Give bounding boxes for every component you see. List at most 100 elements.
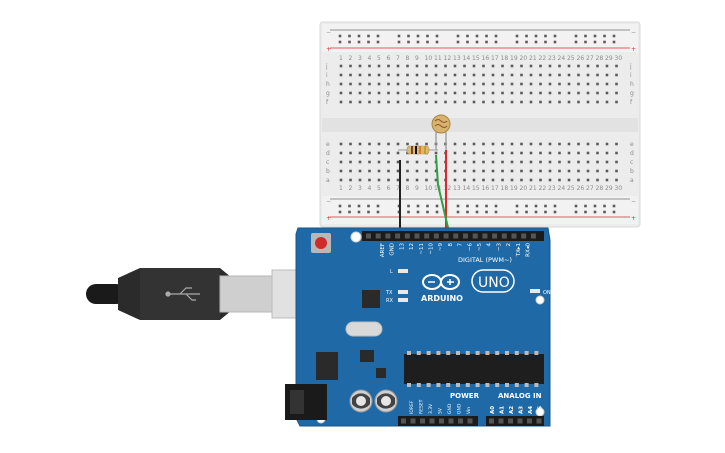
breadboard-hole[interactable] bbox=[491, 82, 495, 86]
breadboard-hole[interactable] bbox=[463, 91, 466, 95]
breadboard-hole[interactable] bbox=[605, 73, 609, 77]
rail-hole[interactable] bbox=[407, 34, 410, 38]
breadboard-hole[interactable] bbox=[558, 82, 561, 86]
rail-hole[interactable] bbox=[603, 40, 606, 44]
breadboard-hole[interactable] bbox=[586, 91, 590, 95]
breadboard-hole[interactable] bbox=[529, 178, 533, 182]
breadboard-hole[interactable] bbox=[491, 91, 495, 95]
breadboard-hole[interactable] bbox=[463, 73, 466, 77]
header-pin[interactable] bbox=[492, 233, 498, 239]
breadboard-hole[interactable] bbox=[368, 151, 371, 155]
breadboard-hole[interactable] bbox=[558, 169, 561, 173]
breadboard-hole[interactable] bbox=[453, 100, 457, 104]
rail-hole[interactable] bbox=[593, 40, 597, 44]
breadboard-hole[interactable] bbox=[586, 142, 590, 146]
breadboard-hole[interactable] bbox=[472, 142, 476, 146]
breadboard-hole[interactable] bbox=[558, 160, 561, 164]
breadboard-hole[interactable] bbox=[349, 178, 352, 182]
rail-hole[interactable] bbox=[435, 210, 439, 214]
breadboard-hole[interactable] bbox=[434, 100, 438, 104]
breadboard-hole[interactable] bbox=[339, 178, 343, 182]
breadboard-hole[interactable] bbox=[358, 100, 362, 104]
rail-hole[interactable] bbox=[525, 204, 528, 208]
resistor[interactable] bbox=[398, 145, 438, 155]
breadboard-hole[interactable] bbox=[396, 160, 400, 164]
rail-hole[interactable] bbox=[553, 40, 557, 44]
breadboard-hole[interactable] bbox=[605, 82, 609, 86]
breadboard-hole[interactable] bbox=[596, 142, 599, 146]
header-pin[interactable] bbox=[472, 233, 478, 239]
breadboard-hole[interactable] bbox=[358, 151, 362, 155]
breadboard-hole[interactable] bbox=[615, 100, 618, 104]
rail-hole[interactable] bbox=[348, 210, 351, 214]
breadboard-hole[interactable] bbox=[539, 91, 542, 95]
breadboard-hole[interactable] bbox=[368, 178, 371, 182]
breadboard-hole[interactable] bbox=[406, 64, 409, 68]
breadboard-hole[interactable] bbox=[482, 91, 485, 95]
breadboard-hole[interactable] bbox=[577, 91, 580, 95]
breadboard-hole[interactable] bbox=[510, 160, 514, 164]
header-pin[interactable] bbox=[424, 233, 430, 239]
rail-hole[interactable] bbox=[485, 210, 488, 214]
breadboard-hole[interactable] bbox=[358, 82, 362, 86]
breadboard-hole[interactable] bbox=[406, 169, 409, 173]
breadboard-hole[interactable] bbox=[605, 142, 609, 146]
rail-hole[interactable] bbox=[376, 40, 380, 44]
breadboard-hole[interactable] bbox=[444, 64, 447, 68]
header-pin[interactable] bbox=[439, 418, 444, 424]
rail-hole[interactable] bbox=[338, 210, 342, 214]
breadboard-hole[interactable] bbox=[529, 73, 533, 77]
breadboard-hole[interactable] bbox=[463, 82, 466, 86]
breadboard-hole[interactable] bbox=[501, 100, 504, 104]
breadboard-hole[interactable] bbox=[615, 91, 618, 95]
rail-hole[interactable] bbox=[357, 204, 361, 208]
breadboard-hole[interactable] bbox=[520, 82, 523, 86]
breadboard-hole[interactable] bbox=[396, 82, 400, 86]
header-pin[interactable] bbox=[527, 418, 532, 424]
breadboard-hole[interactable] bbox=[387, 142, 390, 146]
breadboard-hole[interactable] bbox=[491, 64, 495, 68]
breadboard-hole[interactable] bbox=[396, 169, 400, 173]
breadboard-hole[interactable] bbox=[339, 64, 343, 68]
header-pin[interactable] bbox=[404, 233, 410, 239]
rail-hole[interactable] bbox=[475, 204, 479, 208]
breadboard-hole[interactable] bbox=[339, 91, 343, 95]
breadboard-hole[interactable] bbox=[472, 178, 476, 182]
breadboard-hole[interactable] bbox=[415, 82, 419, 86]
breadboard-hole[interactable] bbox=[463, 169, 466, 173]
breadboard-hole[interactable] bbox=[472, 151, 476, 155]
breadboard-hole[interactable] bbox=[463, 151, 466, 155]
breadboard-hole[interactable] bbox=[539, 169, 542, 173]
breadboard-hole[interactable] bbox=[339, 73, 343, 77]
breadboard-hole[interactable] bbox=[415, 169, 419, 173]
breadboard-hole[interactable] bbox=[548, 91, 552, 95]
breadboard-hole[interactable] bbox=[368, 91, 371, 95]
breadboard-hole[interactable] bbox=[396, 64, 400, 68]
rail-hole[interactable] bbox=[367, 210, 370, 214]
header-pin[interactable] bbox=[420, 418, 425, 424]
breadboard-hole[interactable] bbox=[482, 142, 485, 146]
header-pin[interactable] bbox=[453, 233, 459, 239]
breadboard-hole[interactable] bbox=[567, 151, 571, 155]
breadboard-hole[interactable] bbox=[520, 169, 523, 173]
rail-hole[interactable] bbox=[338, 40, 342, 44]
breadboard-hole[interactable] bbox=[558, 91, 561, 95]
rail-hole[interactable] bbox=[544, 34, 547, 38]
breadboard-hole[interactable] bbox=[586, 178, 590, 182]
breadboard-hole[interactable] bbox=[415, 91, 419, 95]
breadboard-hole[interactable] bbox=[596, 64, 599, 68]
breadboard-hole[interactable] bbox=[567, 91, 571, 95]
rail-hole[interactable] bbox=[466, 204, 469, 208]
breadboard-hole[interactable] bbox=[577, 142, 580, 146]
rail-hole[interactable] bbox=[426, 34, 429, 38]
reset-button[interactable] bbox=[311, 233, 331, 253]
breadboard-hole[interactable] bbox=[605, 160, 609, 164]
breadboard-hole[interactable] bbox=[472, 64, 476, 68]
breadboard-hole[interactable] bbox=[472, 100, 476, 104]
breadboard-hole[interactable] bbox=[577, 178, 580, 182]
rail-hole[interactable] bbox=[603, 34, 606, 38]
breadboard-hole[interactable] bbox=[596, 178, 599, 182]
breadboard-hole[interactable] bbox=[539, 73, 542, 77]
breadboard-hole[interactable] bbox=[548, 169, 552, 173]
